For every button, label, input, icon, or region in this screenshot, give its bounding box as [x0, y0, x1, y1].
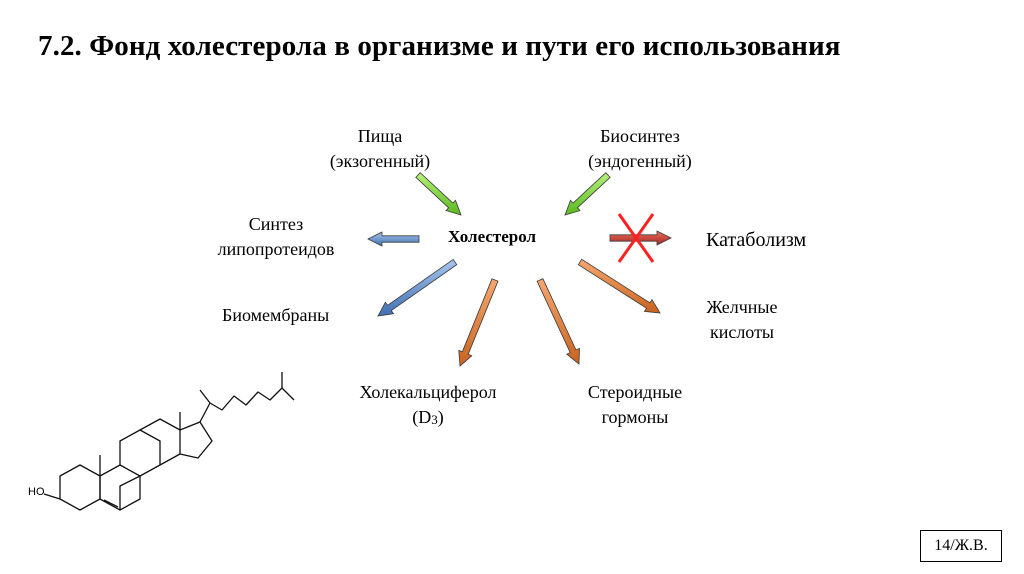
source-biosynthesis: Биосинтез (эндогенный)	[560, 124, 720, 174]
arrow-to-biomembranes	[377, 258, 458, 317]
arrow-to-lipoprotein-synthesis	[367, 231, 420, 247]
product-lipoprotein-synthesis: Синтез липопротеидов	[196, 212, 356, 262]
d3-letter: (D	[412, 407, 432, 427]
catabolism-block-cross-icon	[617, 213, 655, 263]
cholesterol-structure	[43, 372, 295, 511]
product-lipoprotein-line2: липопротеидов	[217, 239, 335, 259]
arrow-biosynthesis-to-cholesterol	[564, 172, 611, 216]
product-cholecalciferol-d3: (D3)	[338, 405, 518, 431]
source-food: Пища (экзогенный)	[300, 124, 460, 174]
product-steroid-line1: Стероидные	[587, 382, 683, 402]
source-food-name: Пища	[357, 126, 403, 146]
product-steroid-line2: гормоны	[601, 407, 669, 427]
ring-a	[59, 464, 101, 511]
product-bile-line1: Желчные	[706, 297, 778, 317]
slide-footer: 14/Ж.В.	[920, 530, 1002, 562]
source-food-type: (экзогенный)	[329, 151, 431, 171]
ring-d	[179, 421, 213, 459]
arrow-to-steroid-hormones	[536, 278, 580, 365]
d3-subscript: 3	[431, 412, 438, 427]
product-cholecalciferol: Холекальциферол (D3)	[338, 380, 518, 431]
d3-close: )	[437, 407, 444, 427]
cholesterol-label: Холестерол	[448, 227, 537, 246]
arrow-to-catabolism-blocked	[609, 230, 672, 246]
arrow-to-bile-acids	[577, 258, 661, 314]
product-bile-acids: Желчные кислоты	[688, 295, 796, 345]
product-biomembranes: Биомембраны	[222, 305, 330, 325]
source-biosynthesis-type: (эндогенный)	[588, 151, 692, 171]
product-bile-line2: кислоты	[709, 322, 775, 342]
arrow-to-cholecalciferol	[458, 278, 499, 367]
source-biosynthesis-name: Биосинтез	[600, 126, 680, 146]
arrow-food-to-cholesterol	[415, 172, 462, 216]
catabolism-label: Катаболизм	[706, 229, 807, 251]
ring-b	[99, 464, 141, 511]
product-lipoprotein-line1: Синтез	[248, 214, 304, 234]
product-steroid-hormones: Стероидные гормоны	[560, 380, 710, 430]
slide-title: 7.2. Фонд холестерола в организме и пути…	[38, 30, 841, 62]
ring-c	[99, 429, 161, 477]
product-cholecalciferol-name: Холекальциферол	[359, 382, 497, 402]
hydroxyl-label: HO	[28, 486, 45, 498]
side-chain	[199, 387, 295, 423]
